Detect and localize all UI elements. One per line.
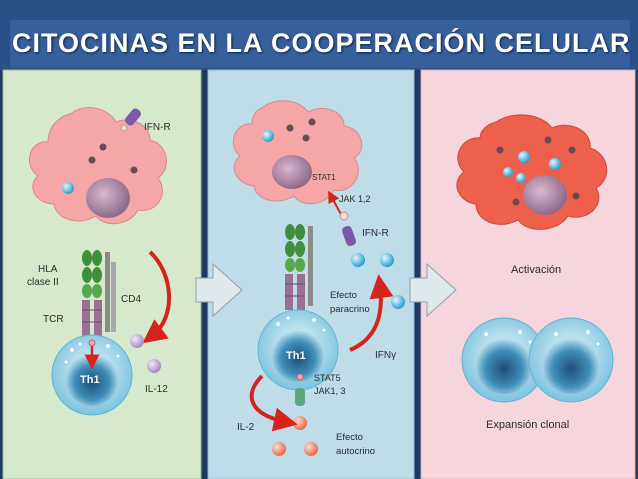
th1-cell-left [51, 334, 133, 416]
label-jak12: JAK 1,2 [339, 194, 371, 204]
granule [512, 198, 520, 206]
granule [302, 134, 310, 142]
granule [308, 118, 316, 126]
label-jak13: JAK1, 3 [314, 386, 346, 396]
granule [568, 146, 576, 154]
slide-title: CITOCINAS EN LA COOPERACIÓN CELULAR [12, 28, 631, 58]
label-activacion: Activación [511, 264, 561, 276]
ifng-molecule [380, 253, 394, 267]
il12-molecule [130, 334, 144, 348]
tcr-molecule [82, 300, 102, 338]
tcr-molecule-middle [285, 274, 305, 310]
granule [496, 146, 504, 154]
label-il2: IL-2 [237, 422, 255, 433]
th1-cell-middle [257, 309, 339, 391]
label-ifn-r-left: IFN-R [144, 122, 171, 133]
il2-molecule [304, 442, 318, 456]
il2-receptor [295, 388, 305, 406]
label-clase-ii: clase II [27, 277, 59, 288]
label-th1-middle: Th1 [286, 350, 306, 362]
granule [88, 156, 96, 164]
activated-apc-cell [456, 114, 608, 230]
ifn-r-receptor-left [120, 108, 141, 132]
label-hla: HLA [38, 264, 58, 275]
label-cd4: CD4 [121, 294, 141, 305]
granule [549, 158, 561, 170]
clonal-cell-1 [461, 317, 547, 403]
label-efecto-paracrino-1: Efecto [330, 290, 357, 301]
label-stat1: STAT1 [312, 173, 336, 182]
label-efecto-paracrino-2: paracrino [330, 304, 370, 315]
cd4-molecule-middle [308, 226, 313, 306]
paracrine-arrow [349, 274, 394, 352]
label-ifn-r-middle: IFN-R [362, 228, 389, 239]
granule [516, 173, 526, 183]
il12-secretion-arrow [142, 250, 171, 344]
clonal-cell-2 [528, 317, 614, 403]
il2-molecule [272, 442, 286, 456]
label-tcr: TCR [43, 314, 64, 325]
granule [262, 130, 274, 142]
apc-nucleus [86, 178, 130, 218]
middle-apc-cell [232, 100, 363, 205]
label-stat5: STAT5 [314, 373, 341, 383]
label-expansion-clonal: Expansión clonal [486, 419, 569, 431]
granule [503, 167, 513, 177]
transition-arrow-1 [195, 262, 243, 318]
label-il12: IL-12 [145, 384, 168, 395]
granule [130, 166, 138, 174]
il2-molecule [293, 416, 307, 430]
title-bar: CITOCINAS EN LA COOPERACIÓN CELULAR [0, 0, 638, 70]
cd4-molecule [105, 252, 116, 332]
label-efecto-autocrino-1: Efecto [336, 432, 363, 443]
ifn-r-receptor-middle [339, 211, 356, 246]
label-th1-left: Th1 [80, 374, 100, 386]
autocrine-arrow [249, 374, 298, 432]
ifng-molecule [351, 253, 365, 267]
granule [572, 192, 580, 200]
left-apc-cell [28, 107, 167, 225]
label-ifng: IFNγ [375, 350, 396, 361]
granule [286, 124, 294, 132]
granule [99, 143, 107, 151]
granule [62, 182, 74, 194]
granule [518, 151, 530, 163]
granule [544, 136, 552, 144]
apc-nucleus [523, 175, 567, 215]
title-band [10, 20, 630, 68]
hla-clase-ii-molecule [82, 250, 102, 298]
apc-nucleus [272, 155, 312, 189]
transition-arrow-2 [409, 262, 457, 318]
il12-molecule [147, 359, 161, 373]
label-efecto-autocrino-2: autocrino [336, 446, 375, 457]
ifng-molecule [391, 295, 405, 309]
hla-clase-ii-molecule-middle [285, 224, 305, 272]
